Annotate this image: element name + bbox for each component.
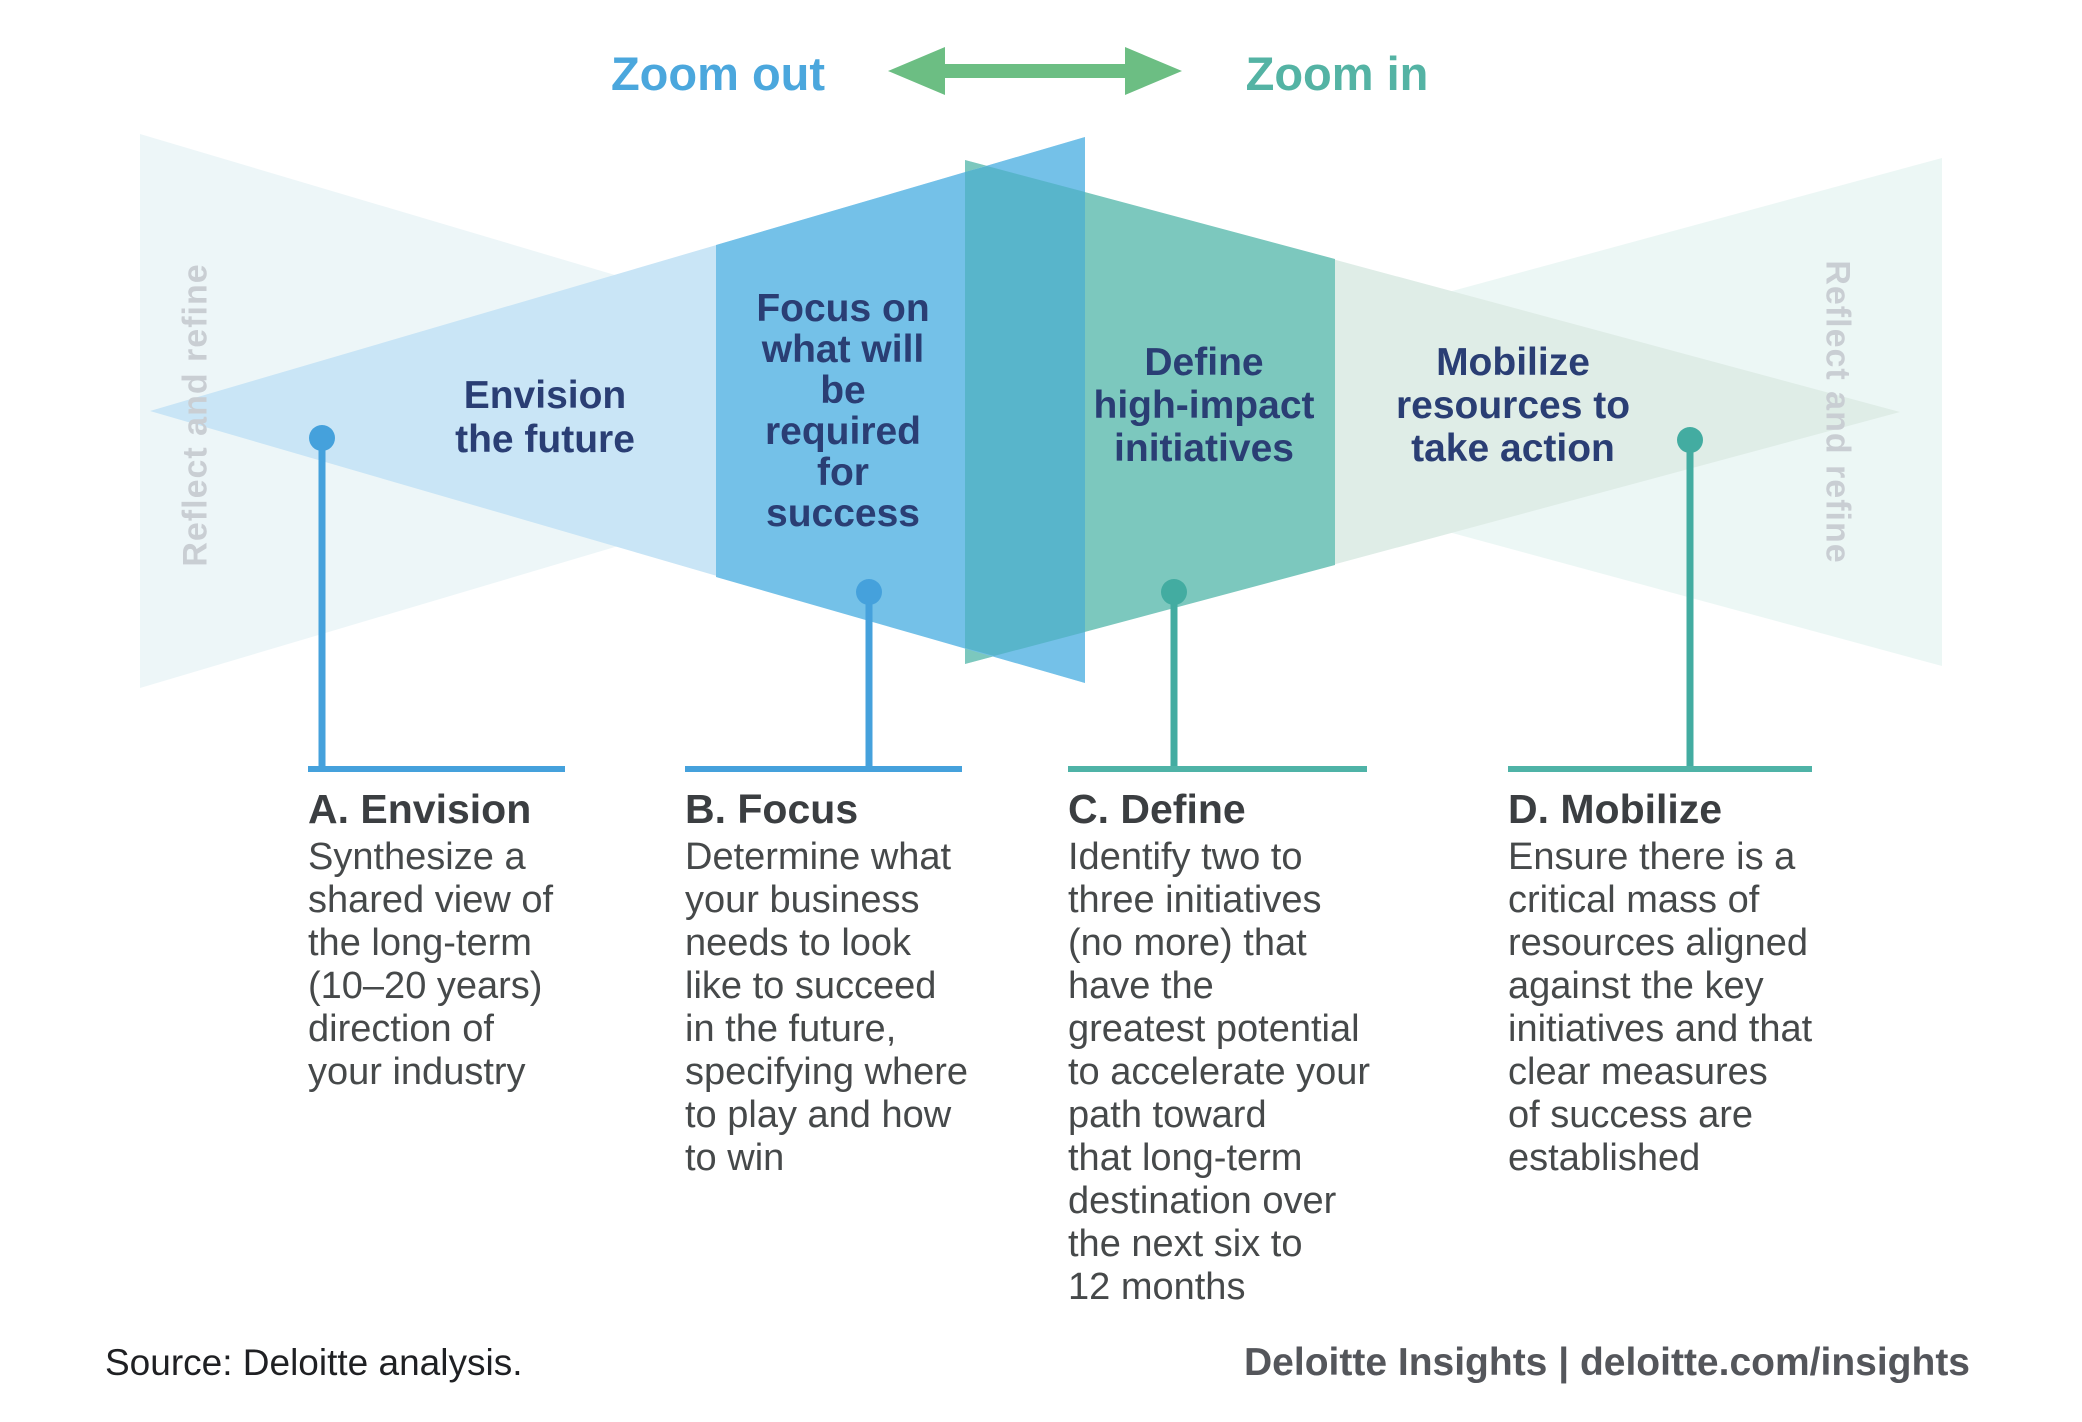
zoom-in-label: Zoom in — [1245, 47, 1429, 100]
section-define: C. Define Identify two to three initiati… — [1068, 766, 1371, 1309]
source-note: Source: Deloitte analysis. — [105, 1342, 523, 1383]
section-rule — [308, 766, 565, 772]
section-rule — [1068, 766, 1367, 772]
marker-dot-b — [856, 579, 882, 605]
phase-label-mobilize: Mobilize resources to take action — [1395, 341, 1631, 470]
section-body: Synthesize a shared view of the long-ter… — [308, 836, 554, 1093]
section-heading: A. Envision — [308, 786, 532, 832]
section-envision: A. Envision Synthesize a shared view of … — [308, 766, 565, 1094]
reflect-refine-left-label: Reflect and refine — [176, 263, 215, 567]
phase-label-define: Define high-impact initiatives — [1093, 341, 1315, 470]
phase-label-focus: Focus on what will be required for succe… — [756, 287, 930, 535]
section-rule — [1508, 766, 1812, 772]
section-heading: B. Focus — [685, 786, 859, 832]
phase-label-envision: Envision the future — [455, 374, 635, 461]
section-body: Determine what your business needs to lo… — [685, 836, 969, 1179]
section-rule — [685, 766, 962, 772]
brand-attribution: Deloitte Insights | deloitte.com/insight… — [1244, 1341, 1970, 1384]
reflect-refine-right-label: Reflect and refine — [1818, 260, 1857, 564]
section-body: Identify two to three initiatives (no mo… — [1068, 836, 1371, 1308]
marker-dot-d — [1677, 427, 1703, 453]
section-body: Ensure there is a critical mass of resou… — [1508, 836, 1813, 1179]
zoom-out-label: Zoom out — [610, 47, 826, 100]
section-focus: B. Focus Determine what your business ne… — [685, 766, 969, 1180]
double-arrow-icon — [888, 47, 1182, 95]
marker-dot-a — [309, 425, 335, 451]
section-mobilize: D. Mobilize Ensure there is a critical m… — [1508, 766, 1812, 1180]
marker-dot-c — [1161, 579, 1187, 605]
section-heading: C. Define — [1068, 786, 1246, 832]
overlap-band — [965, 166, 1085, 656]
section-heading: D. Mobilize — [1508, 786, 1723, 832]
